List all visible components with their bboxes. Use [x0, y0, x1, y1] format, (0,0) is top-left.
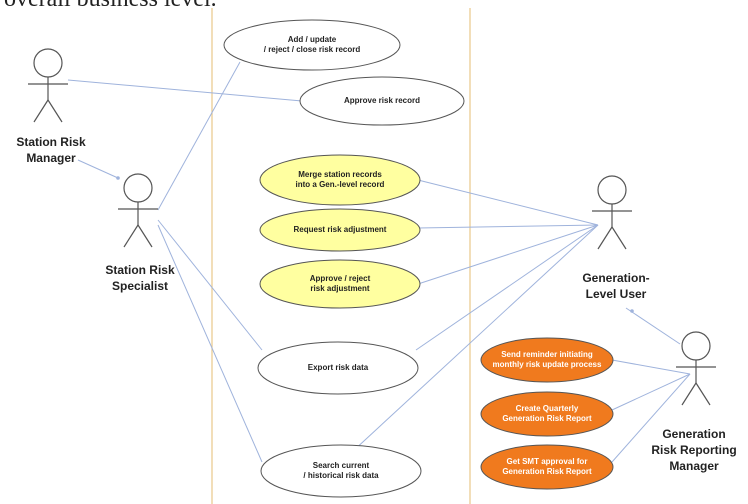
connector-approve-adj-user	[417, 224, 599, 285]
use-case-create-report	[480, 391, 614, 437]
connector-export-user	[415, 224, 599, 351]
use-case-label-create-report: Create Quarterly Generation Risk Report	[502, 404, 592, 423]
use-case-label-merge: Merge station records into a Gen.-level …	[295, 170, 385, 189]
station-risk-specialist-figure	[118, 173, 158, 248]
generation-risk-reporting-manager-figure	[676, 331, 716, 406]
connector-reporting-reminder	[611, 359, 691, 375]
use-case-smt-approval	[480, 444, 614, 490]
use-case-label-approve-record: Approve risk record	[343, 96, 421, 105]
use-case-export	[257, 341, 419, 395]
use-case-send-reminder	[480, 337, 614, 383]
connector-reporting-create	[611, 373, 691, 411]
use-case-search	[260, 444, 422, 498]
connector-search-user	[351, 224, 599, 453]
use-case-approve-adjustment	[259, 259, 421, 309]
use-case-label-search: Search current / historical risk data	[303, 461, 379, 480]
connector-specialist-add	[157, 61, 241, 211]
use-case-label-request-adjustment: Request risk adjustment	[293, 225, 387, 234]
station-risk-manager-figure	[28, 48, 68, 123]
use-case-label-smt-approval: Get SMT approval for Generation Risk Rep…	[502, 457, 592, 476]
header-text: overall business level.	[4, 0, 217, 13]
actor-generation-level-user: Generation- Level User	[582, 271, 650, 301]
connector-user-reporting	[625, 307, 681, 345]
use-case-request-adjustment	[259, 208, 421, 252]
use-case-label-approve-adjustment: Approve / reject risk adjustment	[309, 274, 371, 293]
connector-merge-user	[417, 179, 599, 226]
use-case-label-send-reminder: Send reminder initiating monthly risk up…	[492, 350, 602, 369]
actor-station-risk-manager: Station Risk Manager	[16, 135, 86, 165]
connector-manager-approve	[67, 79, 303, 102]
connector-request-user	[417, 224, 599, 229]
generation-level-user-figure	[592, 175, 632, 250]
use-case-approve-record	[299, 76, 465, 126]
use-case-add-update	[223, 19, 401, 71]
use-case-label-add-update: Add / update / reject / close risk recor…	[263, 35, 361, 54]
use-case-merge	[259, 154, 421, 206]
actor-generation-risk-reporting-manager: Generation Risk Reporting Manager	[651, 427, 737, 473]
actor-station-risk-specialist: Station Risk Specialist	[105, 263, 175, 293]
connector-manager-specialist	[77, 159, 119, 179]
connector-dot-user	[630, 309, 634, 313]
connector-specialist-search	[157, 224, 263, 463]
connector-reporting-smt	[611, 373, 691, 463]
connector-specialist-export	[157, 219, 263, 351]
connector-dot-manager	[116, 176, 120, 180]
use-case-label-export: Export risk data	[307, 363, 369, 372]
